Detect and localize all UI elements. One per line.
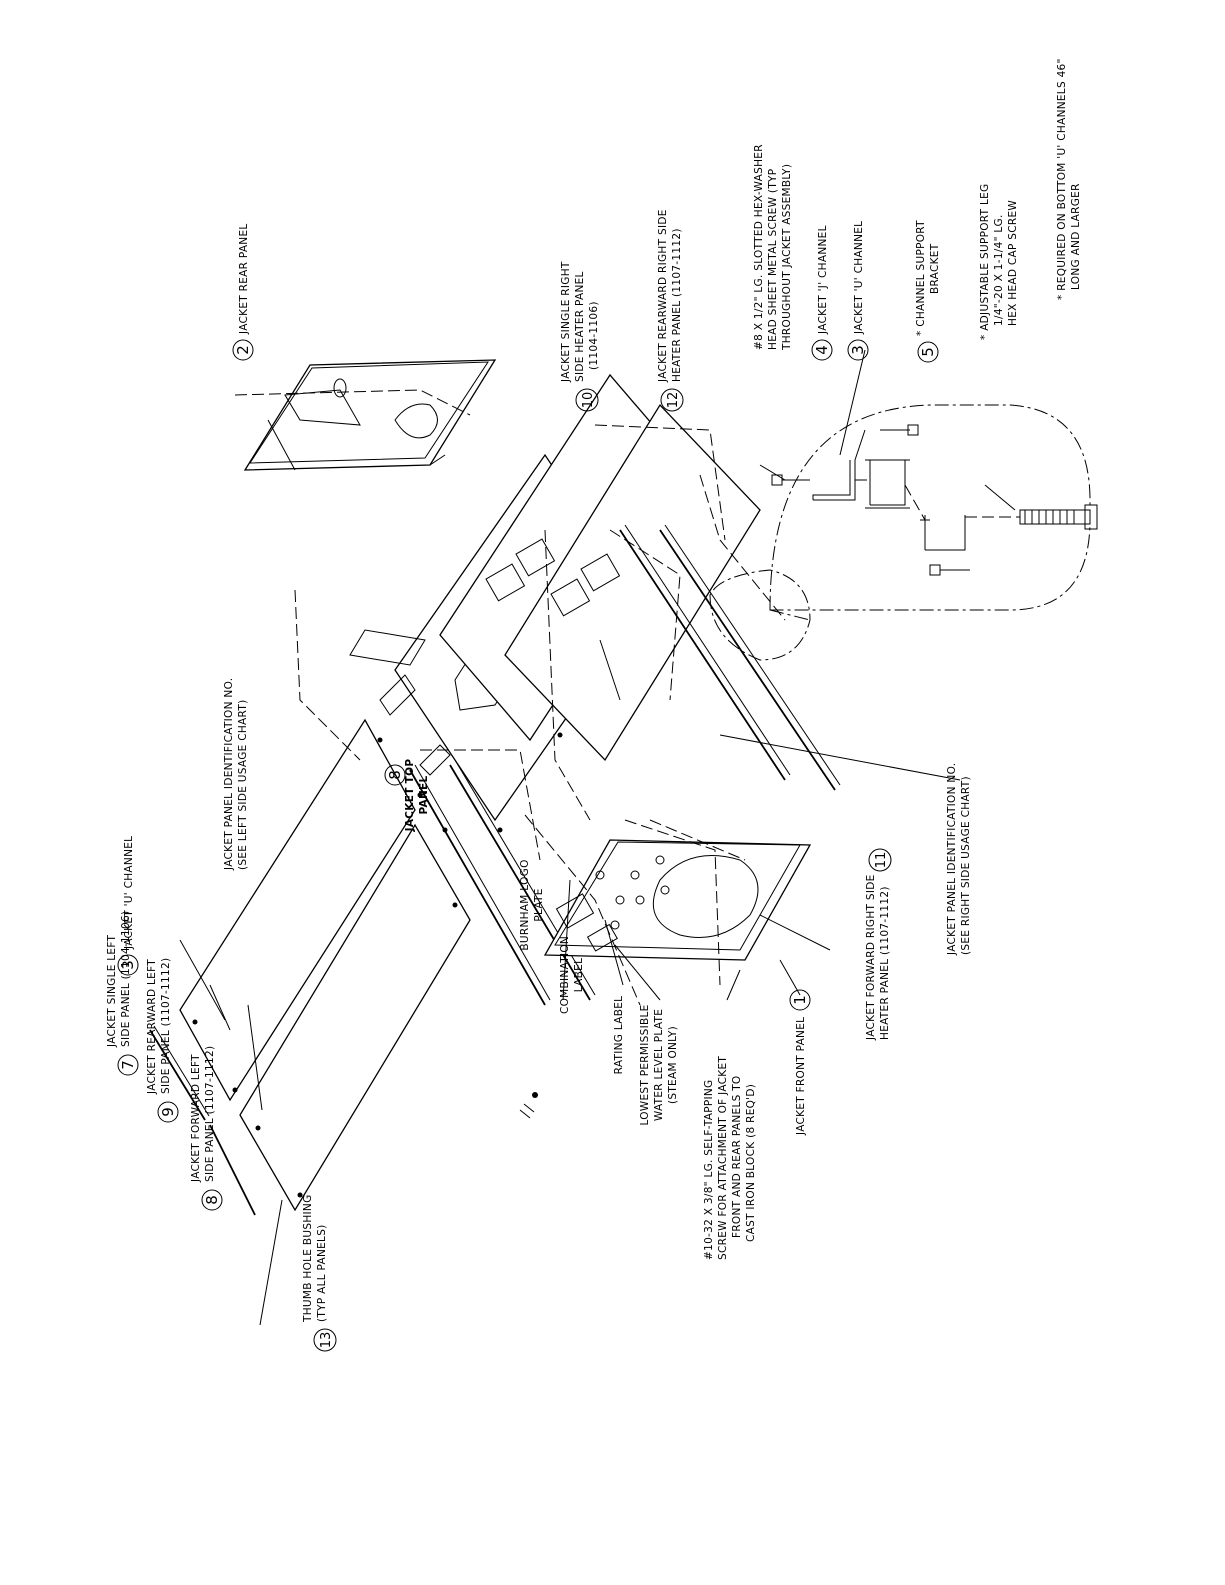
top-panel-label: JACKET TOP PANEL	[404, 759, 430, 833]
callout-8-top-number: 8	[386, 770, 404, 780]
note-self-tapping-screw-line-2: SCREW FOR ATTACHMENT OF JACKET	[717, 1056, 729, 1260]
callout-8-top: 8	[384, 764, 406, 786]
leader-lines	[179, 349, 1016, 1326]
callout-5-number: 5	[919, 347, 937, 357]
callout-10-label-2: SIDE HEATER PANEL	[574, 271, 586, 382]
callout-10: 10 JACKET SINGLE RIGHT SIDE HEATER PANEL…	[560, 261, 600, 412]
note-right-panel-id: JACKET PANEL IDENTIFICATION NO. (SEE RIG…	[946, 763, 972, 956]
callout-3-left-number: 3	[119, 960, 137, 970]
callout-3-right-label: JACKET 'U' CHANNEL	[853, 221, 865, 335]
note-adjustable-leg-line-1: * ADJUSTABLE SUPPORT LEG	[979, 184, 991, 341]
callout-7-number: 7	[119, 1060, 137, 1070]
rear-panel	[243, 359, 497, 471]
note-sheet-metal-screw-line-2: HEAD SHEET METAL SCREW (TYP	[767, 169, 779, 350]
callout-4-label: JACKET 'J' CHANNEL	[817, 225, 829, 335]
note-required-bottom-channels: * REQUIRED ON BOTTOM 'U' CHANNELS 46" LO…	[1056, 58, 1082, 300]
note-lowest-water-plate-line-3: (STEAM ONLY)	[667, 1026, 679, 1104]
callout-4-number: 4	[813, 345, 831, 355]
assembly-guide-lines	[234, 389, 786, 1006]
callout-13-number: 13	[319, 1332, 334, 1349]
callout-5-label-2: BRACKET	[929, 243, 941, 294]
note-logo-plate-line-1: BURNHAM LOGO	[519, 859, 531, 950]
right-u-channels	[619, 524, 841, 791]
callout-8-left-label-1: JACKET FORWARD LEFT	[190, 1054, 202, 1183]
callout-7-label-1: JACKET SINGLE LEFT	[106, 934, 118, 1048]
note-lowest-water-plate-line-1: LOWEST PERMISSIBLE	[639, 1004, 651, 1125]
callout-13: 13 THUMB HOLE BUSHING (TYP ALL PANELS)	[302, 1194, 337, 1352]
callout-10-number: 10	[581, 392, 596, 409]
callout-12-number: 12	[666, 392, 681, 409]
note-sheet-metal-screw-line-1: #8 X 1/2" LG. SLOTTED HEX-WASHER	[753, 144, 765, 350]
callout-2-number: 2	[234, 345, 252, 355]
callout-1-label: JACKET FRONT PANEL	[795, 1017, 807, 1136]
note-combination-label-line-1: COMBINATION	[559, 936, 571, 1014]
callout-4: 4 JACKET 'J' CHANNEL	[811, 225, 833, 361]
callout-7-label-2: SIDE PANEL (1104-1106)	[120, 911, 132, 1047]
note-required-bottom-channels-line-1: * REQUIRED ON BOTTOM 'U' CHANNELS 46"	[1056, 58, 1068, 300]
note-left-panel-id-line-2: (SEE LEFT SIDE USAGE CHART)	[237, 700, 249, 870]
left-u-channels	[149, 759, 596, 1216]
callout-9-label-2: SIDE PANEL (1107-1112)	[160, 958, 172, 1094]
left-side-panel-lower	[239, 823, 471, 1212]
channel-detail-view	[709, 404, 1098, 661]
callout-9-number: 9	[159, 1107, 177, 1117]
callout-11: 11 JACKET FORWARD RIGHT SIDE HEATER PANE…	[865, 848, 892, 1041]
callout-5-label-1: * CHANNEL SUPPORT	[915, 220, 927, 336]
note-self-tapping-screw-line-1: #10-32 X 3/8" LG. SELF-TAPPING	[703, 1080, 715, 1260]
callout-10-label-3: (1104-1106)	[588, 301, 600, 370]
note-right-panel-id-line-1: JACKET PANEL IDENTIFICATION NO.	[946, 763, 958, 956]
note-lowest-water-plate-line-2: WATER LEVEL PLATE	[653, 1009, 665, 1121]
note-rating-label-line-1: RATING LABEL	[613, 996, 625, 1075]
note-self-tapping-screw: #10-32 X 3/8" LG. SELF-TAPPING SCREW FOR…	[703, 1056, 757, 1260]
callout-13-label-1: THUMB HOLE BUSHING	[302, 1194, 314, 1323]
callout-9: 9 JACKET REARWARD LEFT SIDE PANEL (1107-…	[146, 958, 179, 1123]
callout-2: 2 JACKET REAR PANEL	[232, 223, 254, 361]
callout-3-left-label: JACKET 'U' CHANNEL	[123, 836, 135, 950]
callout-12: 12 JACKET REARWARD RIGHT SIDE HEATER PAN…	[657, 209, 684, 412]
callout-1: 1 JACKET FRONT PANEL	[789, 989, 811, 1136]
note-rating-label: RATING LABEL	[613, 996, 625, 1075]
callout-12-label-1: JACKET REARWARD RIGHT SIDE	[657, 209, 669, 383]
note-combination-label-line-2: LABEL	[573, 958, 585, 992]
callout-1-number: 1	[791, 995, 809, 1005]
note-adjustable-leg-line-2: 1/4"-20 X 1-1/4" LG.	[993, 214, 1005, 326]
note-sheet-metal-screw: #8 X 1/2" LG. SLOTTED HEX-WASHER HEAD SH…	[753, 144, 793, 351]
callout-10-label-1: JACKET SINGLE RIGHT	[560, 261, 572, 383]
front-panel	[543, 819, 812, 961]
note-right-panel-id-line-2: (SEE RIGHT SIDE USAGE CHART)	[960, 776, 972, 955]
callout-11-number: 11	[874, 852, 889, 869]
callout-3-right: 3 JACKET 'U' CHANNEL	[847, 221, 869, 361]
callout-11-label-1: JACKET FORWARD RIGHT SIDE	[865, 874, 877, 1041]
callout-11-label-2: HEATER PANEL (1107-1112)	[879, 886, 891, 1040]
top-panel-label-line-1: JACKET TOP	[404, 759, 416, 833]
note-logo-plate: BURNHAM LOGO PLATE	[519, 859, 545, 950]
callout-9-label-1: JACKET REARWARD LEFT	[146, 959, 158, 1095]
callout-7: 7 JACKET SINGLE LEFT SIDE PANEL (1104-11…	[106, 911, 139, 1076]
callout-5: 5 * CHANNEL SUPPORT BRACKET	[915, 220, 941, 363]
note-self-tapping-screw-line-4: CAST IRON BLOCK (8 REQ'D)	[745, 1084, 757, 1242]
note-lowest-water-plate: LOWEST PERMISSIBLE WATER LEVEL PLATE (ST…	[639, 1004, 679, 1125]
note-adjustable-leg: * ADJUSTABLE SUPPORT LEG 1/4"-20 X 1-1/4…	[979, 184, 1019, 341]
note-required-bottom-channels-line-2: LONG AND LARGER	[1070, 183, 1082, 290]
note-logo-plate-line-2: PLATE	[533, 888, 545, 921]
callout-8-left: 8 JACKET FORWARD LEFT SIDE PANEL (1107-1…	[190, 1046, 223, 1211]
note-self-tapping-screw-line-3: FRONT AND REAR PANELS TO	[731, 1076, 743, 1238]
callout-2-label: JACKET REAR PANEL	[238, 223, 250, 335]
top-panel-label-line-2: PANEL	[418, 775, 430, 814]
note-combination-label: COMBINATION LABEL	[559, 936, 585, 1014]
callout-8-left-number: 8	[203, 1195, 221, 1205]
note-left-panel-id-line-1: JACKET PANEL IDENTIFICATION NO.	[223, 678, 235, 871]
callout-12-label-2: HEATER PANEL (1107-1112)	[671, 228, 683, 382]
note-sheet-metal-screw-line-3: THROUGHOUT JACKET ASSEMBLY)	[781, 164, 793, 351]
note-left-panel-id: JACKET PANEL IDENTIFICATION NO. (SEE LEF…	[223, 678, 249, 871]
callout-3-left: 3 JACKET 'U' CHANNEL	[117, 836, 139, 976]
right-heater-panel-lower	[504, 403, 761, 762]
left-side-panel-upper	[179, 718, 416, 1102]
callout-3-right-number: 3	[849, 345, 867, 355]
note-adjustable-leg-line-3: HEX HEAD CAP SCREW	[1007, 200, 1019, 326]
callout-8-left-label-2: SIDE PANEL (1107-1112)	[204, 1046, 216, 1182]
callout-13-label-2: (TYP ALL PANELS)	[316, 1224, 328, 1322]
